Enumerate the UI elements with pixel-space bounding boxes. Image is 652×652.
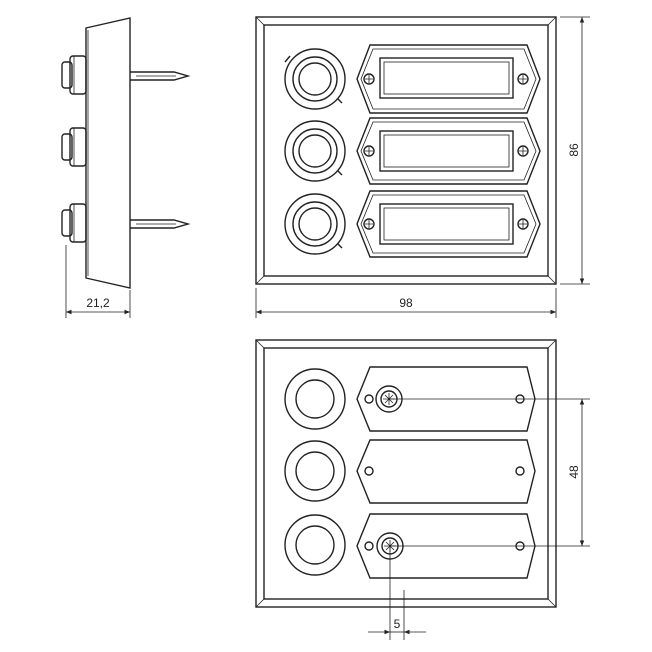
width-dimension: 98 (255, 288, 557, 318)
depth-label: 21,2 (86, 296, 110, 310)
mounting-spike-bottom (130, 219, 191, 229)
button-profile-1 (61, 55, 87, 95)
name-plate-2 (356, 117, 541, 185)
bell-button-2 (284, 120, 346, 182)
side-view: 21,2 (61, 17, 191, 318)
height-label: 86 (567, 143, 581, 157)
button-profile-3 (61, 203, 87, 243)
height-dimension: 86 (560, 16, 590, 285)
front-view: 86 98 (255, 16, 590, 318)
offset-label: 5 (394, 617, 401, 631)
rear-button-hole-2 (284, 440, 346, 502)
pitch-dimension: 48 (389, 398, 590, 547)
rear-view: 48 5 (255, 339, 590, 640)
name-plate-1 (356, 44, 541, 114)
name-plate-3 (356, 190, 541, 258)
button-profile-2 (61, 127, 87, 167)
offset-dimension: 5 (368, 546, 426, 640)
rear-plate-2 (356, 439, 536, 504)
pitch-label: 48 (567, 465, 581, 479)
bell-button-3 (284, 193, 346, 255)
rear-button-hole-3 (284, 514, 346, 576)
depth-dimension: 21,2 (65, 245, 131, 318)
bell-button-1 (284, 48, 346, 110)
width-label: 98 (399, 296, 413, 310)
mounting-spike-top (130, 71, 191, 81)
rear-button-hole-1 (284, 368, 346, 430)
